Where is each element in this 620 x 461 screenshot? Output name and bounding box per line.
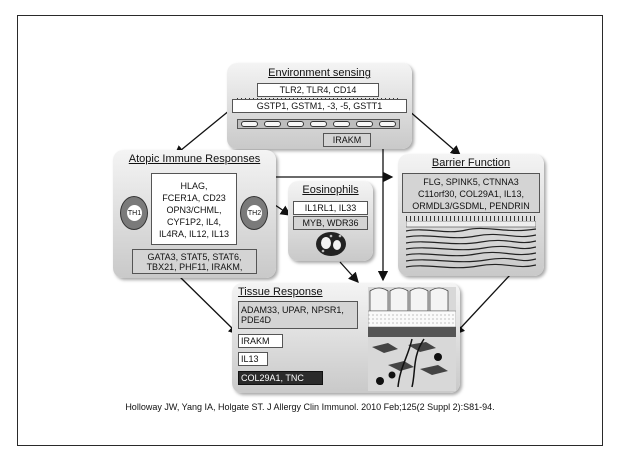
tissue-col29a1-box: COL29A1, TNC: [238, 371, 323, 385]
barrier-function-panel: Barrier Function FLG, SPINK5, CTNNA3 C11…: [398, 154, 544, 276]
barrier-function-title: Barrier Function: [431, 157, 511, 169]
atopic-genes-box: HLAG, FCER1A, CD23 OPN3/CHML, CYF1P2, IL…: [151, 173, 237, 245]
arrow-env-to-barrier: [407, 109, 461, 156]
barrier-tissue-illustration: [406, 221, 536, 269]
tissue-remodeling-illustration: [368, 287, 456, 391]
arrow-barrier-to-tissue: [454, 274, 511, 335]
eosinophils-title: Eosinophils: [302, 184, 359, 196]
tissue-response-panel: Tissue Response ADAM33, UPAR, NPSR1, PDE…: [232, 283, 460, 393]
th1-cell-icon: TH1: [120, 196, 148, 230]
tissue-il13-box: IL13: [238, 352, 268, 366]
tissue-response-title: Tissue Response: [238, 286, 323, 298]
eos-il1rl1-box: IL1RL1, IL33: [293, 201, 368, 215]
barrier-cilia: [406, 216, 536, 221]
env-epithelium: [237, 119, 400, 129]
arrow-atopic-to-tissue: [179, 276, 239, 335]
env-irakm-box: IRAKM: [323, 133, 371, 147]
atopic-transcription-box: GATA3, STAT5, STAT6, TBX21, PHF11, IRAKM…: [132, 249, 257, 274]
arrow-eos-to-tissue: [339, 261, 359, 283]
atopic-immune-panel: Atopic Immune Responses TH1 TH2 HLAG, FC…: [113, 150, 276, 278]
arrow-atopic-to-eos: [274, 204, 292, 216]
citation-text: Holloway JW, Yang IA, Holgate ST. J Alle…: [125, 402, 495, 412]
th2-cell-icon: TH2: [240, 196, 268, 230]
barrier-genes-box: FLG, SPINK5, CTNNA3 C11orf30, COL29A1, I…: [402, 173, 540, 213]
arrow-env-to-atopic: [173, 109, 231, 156]
tissue-adam33-box: ADAM33, UPAR, NPSR1, PDE4D: [238, 301, 358, 329]
eosinophils-panel: Eosinophils IL1RL1, IL33 MYB, WDR36: [288, 181, 373, 261]
eos-myb-box: MYB, WDR36: [293, 216, 368, 230]
environment-sensing-panel: Environment sensing TLR2, TLR4, CD14 GST…: [227, 63, 412, 149]
tissue-irakm-box: IRAKM: [238, 334, 283, 348]
atopic-immune-title: Atopic Immune Responses: [128, 153, 261, 165]
env-tlr-box: TLR2, TLR4, CD14: [257, 83, 379, 97]
eosinophil-cell-icon: [316, 232, 346, 256]
environment-sensing-title: Environment sensing: [268, 67, 371, 79]
env-gst-box: GSTP1, GSTM1, -3, -5, GSTT1: [232, 99, 407, 113]
